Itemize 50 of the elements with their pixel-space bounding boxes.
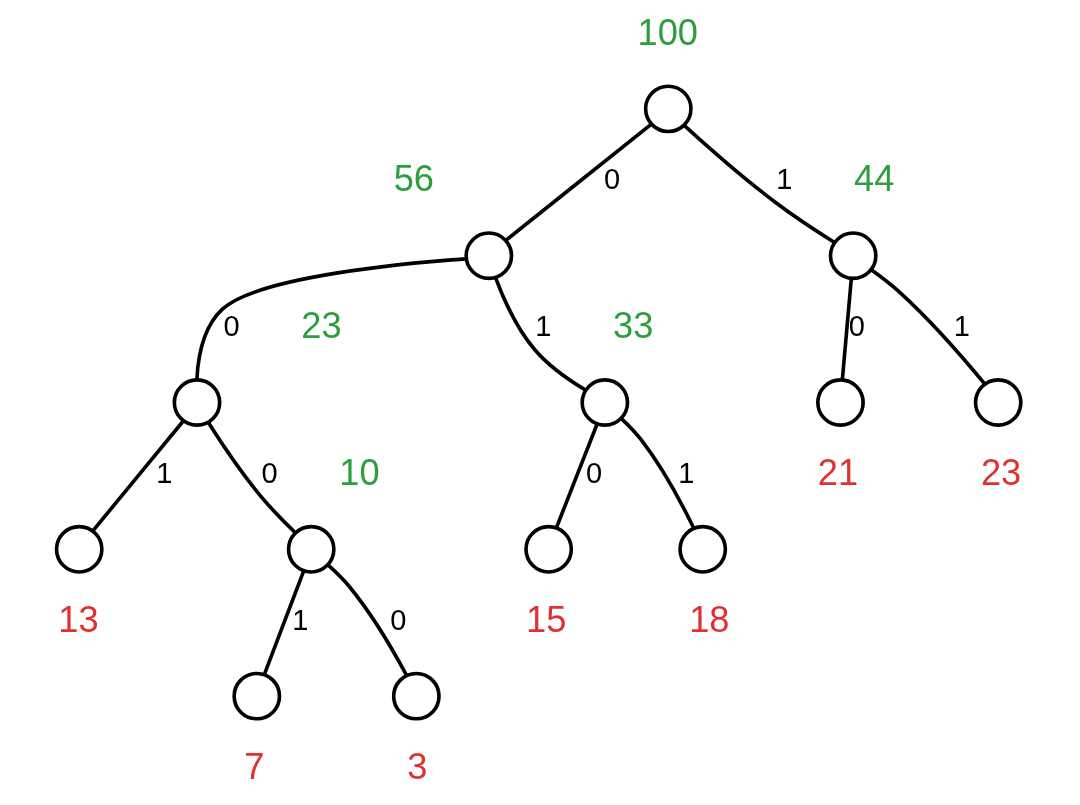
edge-label: 1 [534, 309, 551, 342]
connector [194, 257, 467, 380]
node-circle [579, 378, 629, 427]
node-circle [523, 524, 573, 574]
connector [869, 268, 986, 385]
edge-label: 0 [603, 163, 620, 196]
connector [493, 277, 586, 392]
node-label: 56 [393, 158, 434, 200]
connector [262, 570, 305, 676]
node-circle [286, 524, 336, 574]
connector [840, 278, 853, 380]
connector [619, 417, 695, 529]
connector [504, 122, 652, 242]
edge-label: 1 [155, 456, 172, 489]
node-circle [463, 231, 513, 281]
node-circle [677, 524, 727, 574]
connector [206, 421, 297, 535]
node-circle [815, 378, 865, 427]
node-circle [973, 378, 1023, 427]
node-label: 13 [57, 598, 99, 640]
node-label: 10 [338, 451, 380, 493]
edge-label: 1 [953, 309, 970, 342]
node-circle [391, 671, 441, 721]
node-circle [172, 378, 221, 427]
edge-label: 0 [389, 603, 406, 636]
connector [682, 124, 835, 244]
node-label: 33 [612, 305, 653, 347]
node-label: 18 [688, 598, 729, 640]
node-label: 23 [980, 451, 1021, 493]
node-label: 7 [243, 745, 264, 787]
node-label: 23 [300, 305, 342, 347]
node-circle [231, 671, 281, 721]
node-circle [54, 524, 104, 574]
node-label: 100 [636, 11, 698, 53]
edge-label: 1 [677, 456, 694, 489]
edge-label: 1 [291, 603, 308, 636]
connector [554, 423, 599, 529]
node-circle [828, 231, 878, 281]
connector [326, 564, 408, 676]
node-label: 21 [817, 451, 858, 493]
edge-label: 0 [222, 309, 240, 342]
node-label: 44 [853, 158, 894, 200]
edge-label: 1 [775, 163, 792, 196]
edge-label: 0 [848, 309, 865, 342]
node-label: 3 [406, 745, 427, 787]
edge-label: 0 [585, 456, 602, 489]
node-label: 15 [525, 598, 566, 640]
node-circle [643, 84, 693, 134]
connector [91, 419, 185, 532]
edge-label: 0 [260, 456, 278, 489]
